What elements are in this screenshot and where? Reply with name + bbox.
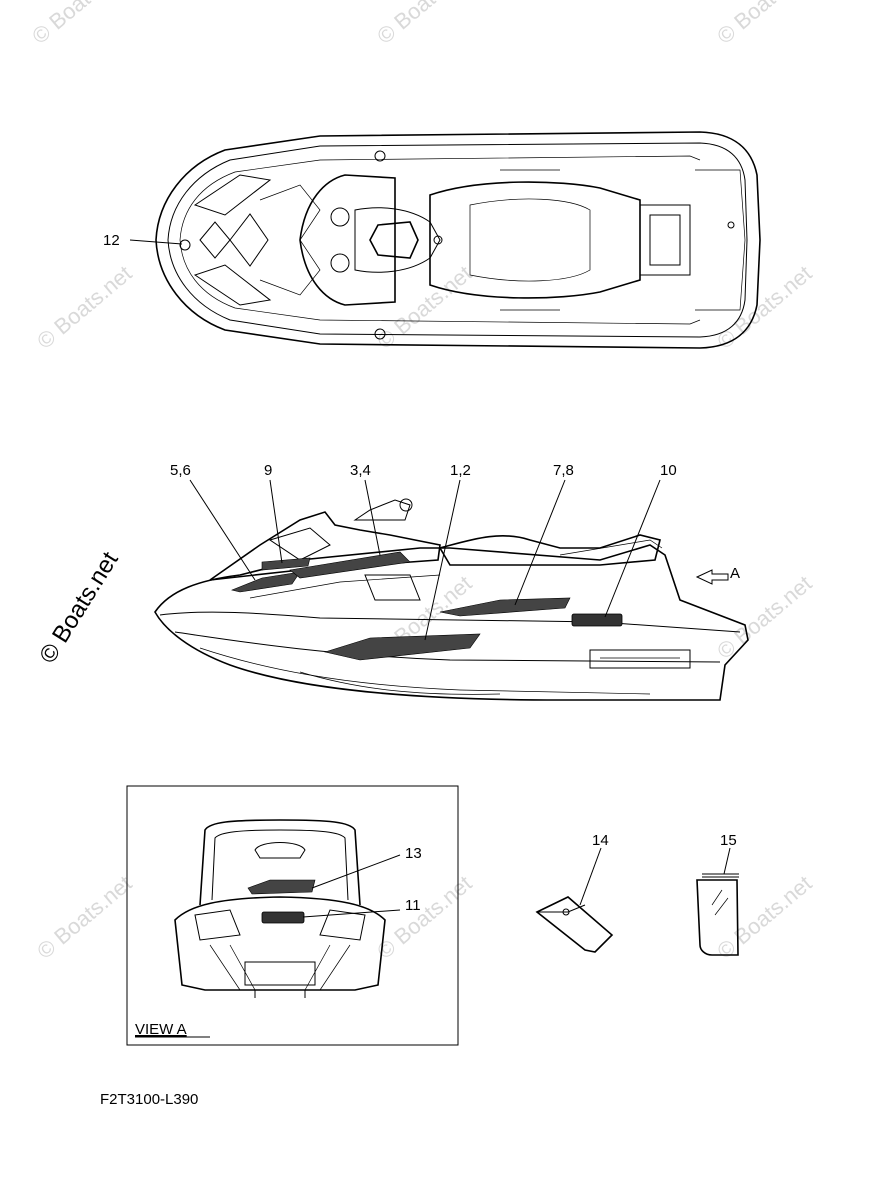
decal-11: [261, 911, 305, 924]
top-view-drawing: [129, 131, 761, 349]
watermark-8: © Boats.net: [712, 571, 816, 664]
part-14-drawing: [535, 847, 614, 953]
watermark-11: © Boats.net: [712, 871, 816, 964]
decal-5-6: [231, 571, 301, 593]
callout-12: 12: [103, 232, 120, 249]
watermark-10: © Boats.net: [372, 871, 476, 964]
view-a-label: VIEW A: [135, 1021, 187, 1038]
callout-15: 15: [720, 832, 737, 849]
callout-10: 10: [660, 462, 677, 479]
decal-10: [571, 613, 623, 627]
callout-9: 9: [264, 462, 272, 479]
watermark-layer: © Boats.net © Boats.net © Boats.net © Bo…: [27, 0, 816, 964]
callout-14: 14: [592, 832, 609, 849]
watermark-6: © Boats.net: [712, 261, 816, 354]
callout-7-8: 7,8: [553, 462, 574, 479]
watermark-5: © Boats.net: [372, 261, 476, 354]
callout-3-4: 3,4: [350, 462, 371, 479]
drawing-code: F2T3100-L390: [100, 1091, 198, 1108]
watermark-3: © Boats.net: [712, 0, 816, 49]
callout-11: 11: [405, 897, 421, 914]
decal-13: [247, 879, 316, 895]
decal-9: [261, 557, 311, 571]
callout-13: 13: [405, 845, 422, 862]
arrow-a-label: A: [730, 565, 740, 582]
view-a-box: [126, 785, 459, 1046]
watermark-1: © Boats.net: [27, 0, 131, 49]
callout-5-6: 5,6: [170, 462, 191, 479]
part-15-drawing: [696, 847, 739, 956]
watermark-4: © Boats.net: [32, 261, 136, 354]
callout-1-2: 1,2: [450, 462, 471, 479]
side-view-drawing: [154, 479, 749, 701]
decal-7-8: [439, 597, 571, 617]
decal-3-4: [289, 551, 411, 579]
watermark-side: © Boats.net: [34, 547, 124, 668]
watermark-9: © Boats.net: [32, 871, 136, 964]
decal-1-2: [323, 633, 481, 661]
watermark-2: © Boats.net: [372, 0, 476, 49]
